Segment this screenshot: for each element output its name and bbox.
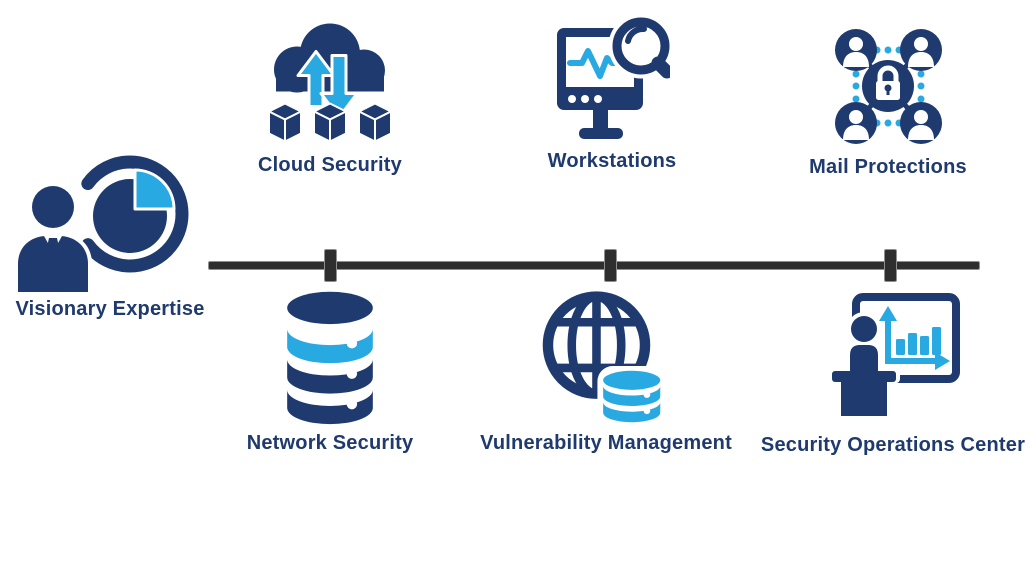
item-security-operations-center: Security Operations Center	[761, 293, 1025, 456]
database-stack-icon	[287, 291, 373, 425]
presenter-bar-chart-icon	[827, 293, 960, 418]
item-label: Security Operations Center	[760, 434, 1026, 456]
item-label: Visionary Expertise	[15, 298, 205, 320]
item-label: Workstations	[547, 150, 677, 172]
timeline-tick	[324, 249, 337, 282]
users-network-lock-icon	[834, 29, 942, 144]
item-label: Network Security	[246, 432, 414, 454]
item-vulnerability-management: Vulnerability Management	[480, 288, 732, 454]
item-label: Mail Protections	[809, 156, 967, 178]
person-pie-chart-icon	[13, 155, 188, 292]
item-mail-protections: Mail Protections	[800, 22, 976, 178]
item-workstations: Workstations	[524, 16, 700, 172]
item-cloud-security: Cloud Security	[242, 10, 418, 176]
item-label: Vulnerability Management	[480, 432, 732, 454]
item-visionary-expertise: Visionary Expertise	[5, 152, 215, 320]
item-label: Cloud Security	[258, 154, 402, 176]
monitor-pulse-magnifier-icon	[556, 16, 670, 139]
item-network-security: Network Security	[242, 288, 418, 454]
timeline-tick	[884, 249, 897, 282]
timeline-tick	[604, 249, 617, 282]
timeline-line	[208, 261, 980, 270]
globe-database-icon	[542, 291, 666, 423]
cloud-sync-cubes-icon	[268, 23, 392, 143]
